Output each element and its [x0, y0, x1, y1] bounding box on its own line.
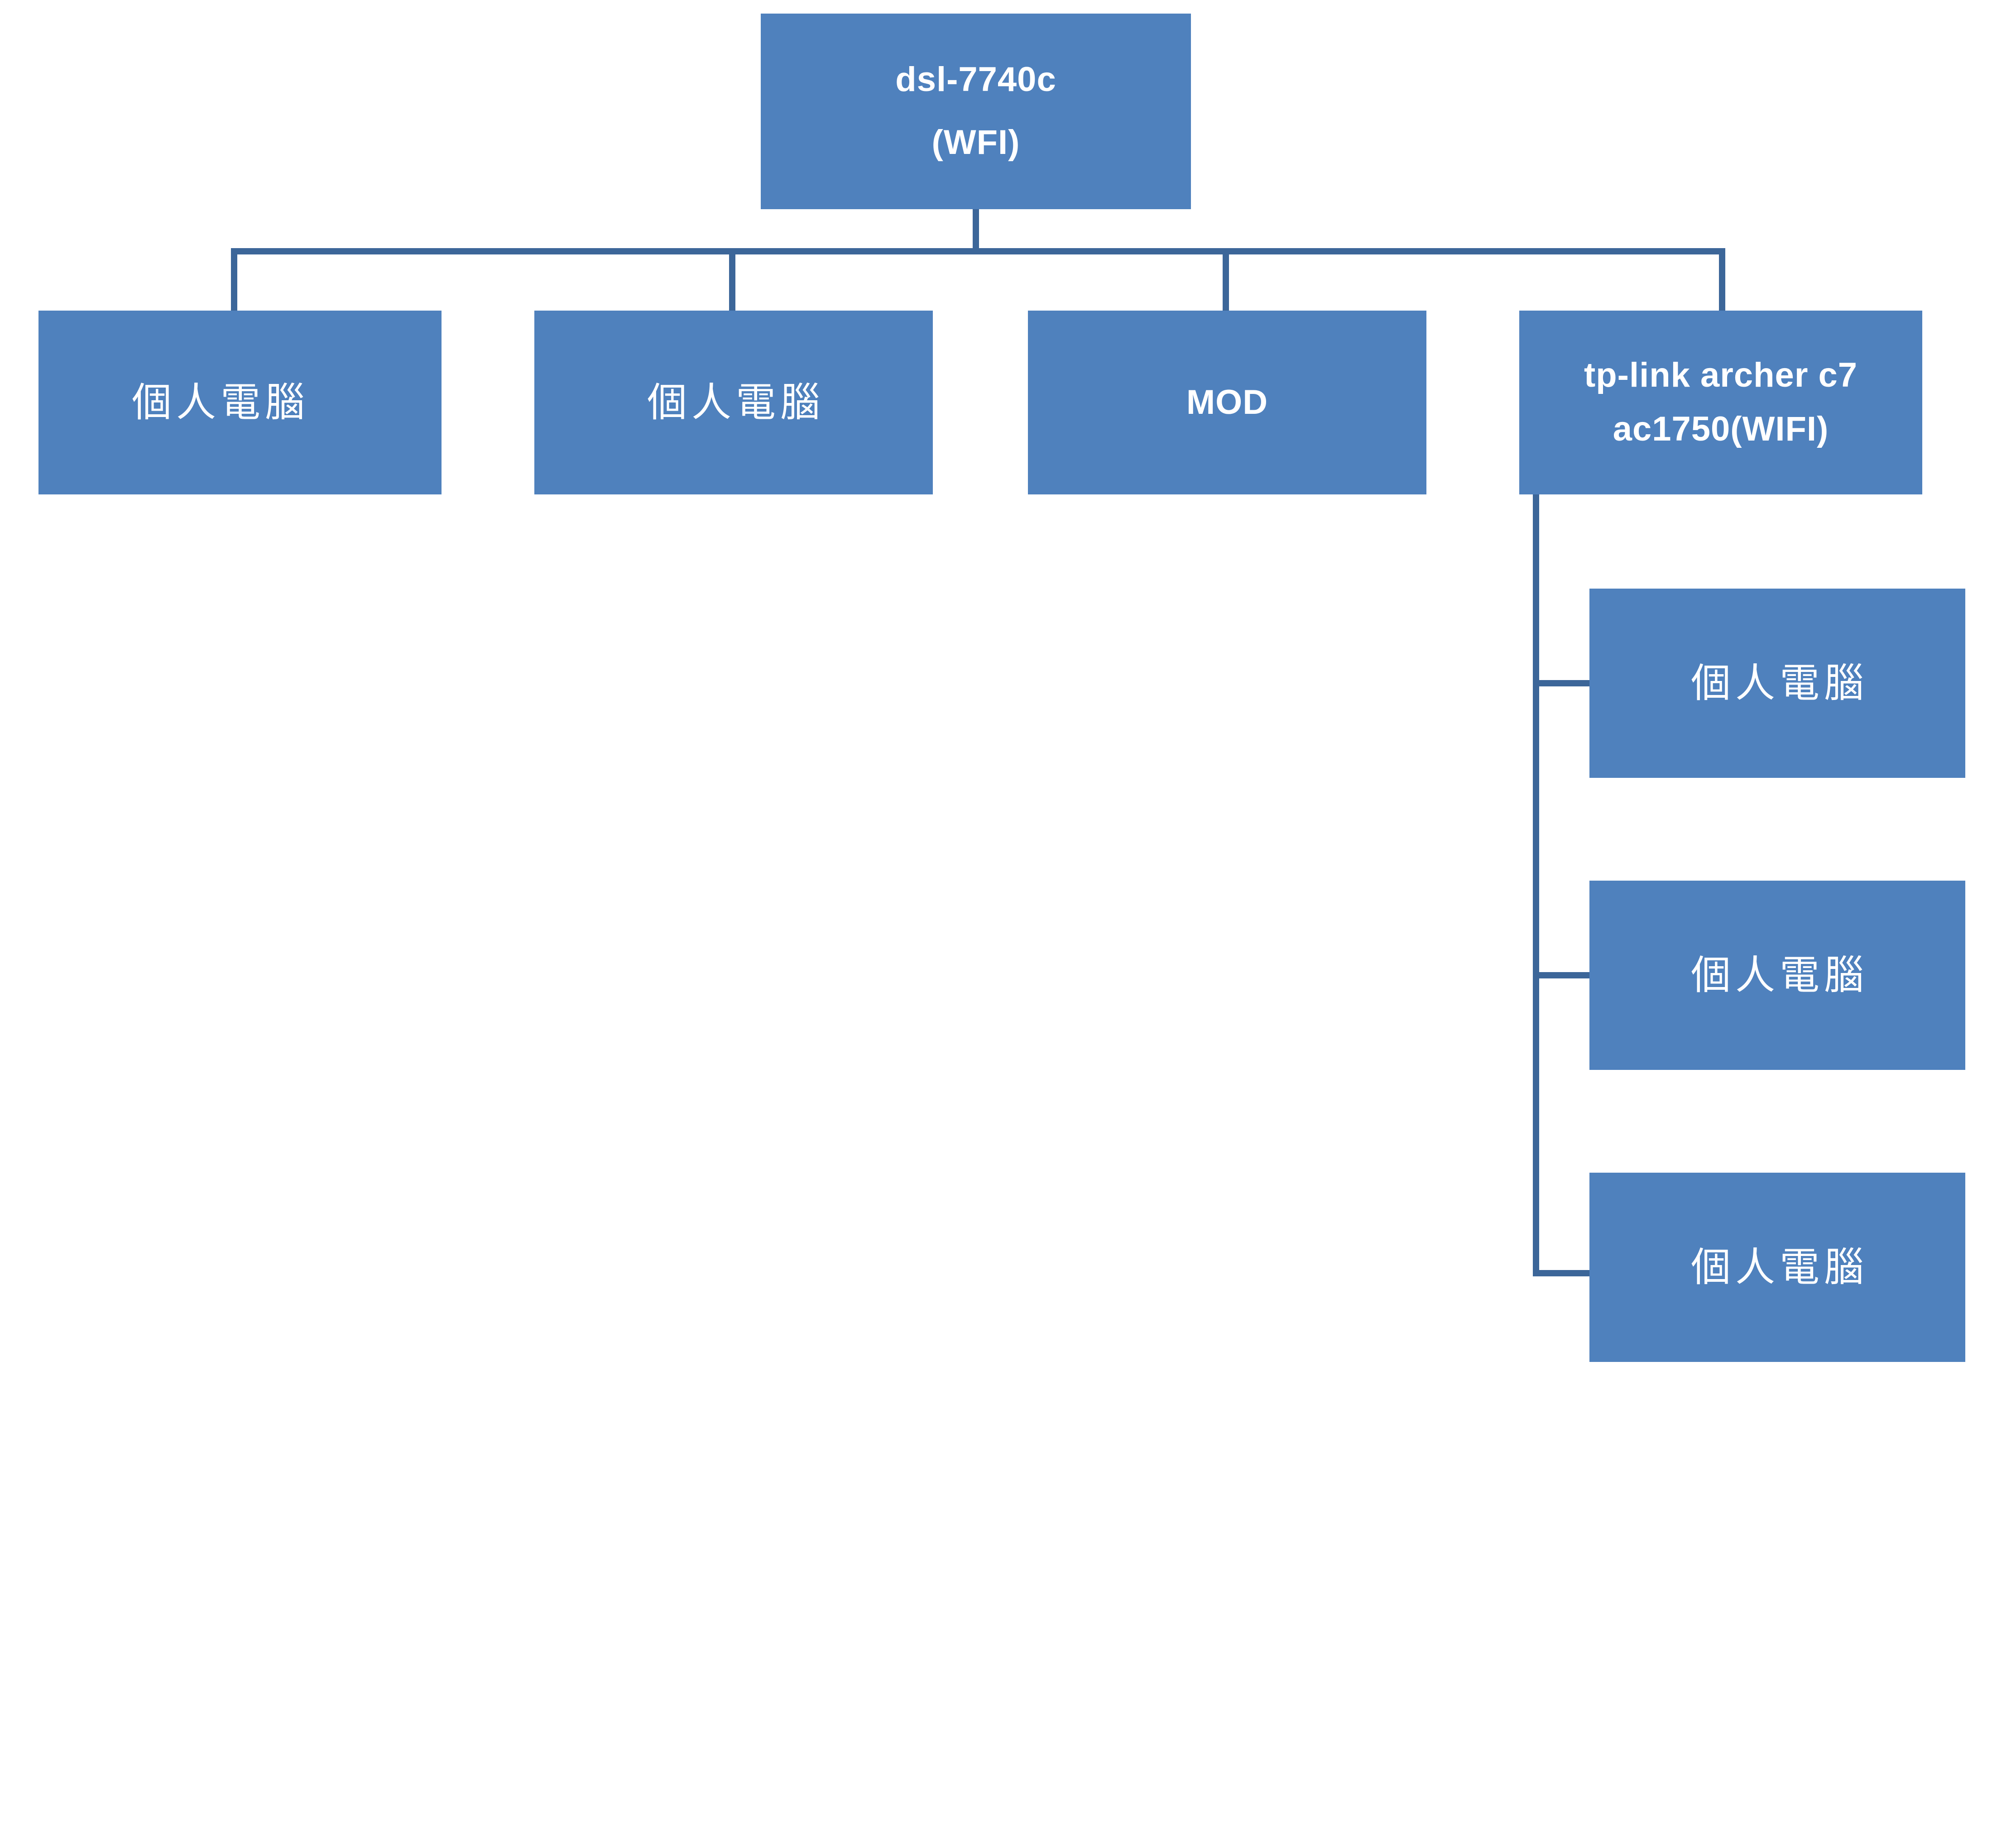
node-personal-computer-2[interactable]: 個人電腦 [534, 311, 933, 494]
connector-drop-pc-2 [729, 248, 735, 312]
connector-branch-pc-5 [1533, 1270, 1592, 1276]
node-mod-label: MOD [1186, 383, 1268, 422]
node-personal-computer-3[interactable]: 個人電腦 [1589, 589, 1965, 778]
node-personal-computer-4-label: 個人電腦 [1690, 952, 1868, 997]
connector-root-stem [973, 209, 979, 254]
node-mod[interactable]: MOD [1028, 311, 1426, 494]
node-personal-computer-1[interactable]: 個人電腦 [38, 311, 442, 494]
node-dsl-7740c-line2: (WFI) [931, 123, 1020, 162]
connector-horizontal-bus [231, 248, 1725, 254]
node-personal-computer-5[interactable]: 個人電腦 [1589, 1173, 1965, 1362]
connector-branch-pc-4 [1533, 972, 1592, 978]
node-dsl-7740c-line1: dsl-7740c [895, 60, 1056, 99]
node-tp-link-archer-c7-line1: tp-link archer c7 [1584, 356, 1858, 395]
node-personal-computer-5-label: 個人電腦 [1690, 1244, 1868, 1289]
node-dsl-7740c[interactable]: dsl-7740c (WFI) [761, 14, 1191, 209]
node-tp-link-archer-c7[interactable]: tp-link archer c7 ac1750(WIFI) [1519, 311, 1922, 494]
node-personal-computer-2-label: 個人電腦 [647, 379, 825, 425]
node-personal-computer-4[interactable]: 個人電腦 [1589, 881, 1965, 1070]
node-personal-computer-3-label: 個人電腦 [1690, 660, 1868, 705]
connector-drop-pc-1 [231, 248, 237, 312]
connector-branch-pc-3 [1533, 680, 1592, 686]
connector-tplink-spine [1533, 494, 1539, 1276]
connector-drop-mod [1223, 248, 1229, 312]
connector-drop-tplink [1719, 248, 1725, 312]
node-personal-computer-1-label: 個人電腦 [131, 379, 309, 425]
node-tp-link-archer-c7-line2: ac1750(WIFI) [1613, 410, 1829, 448]
